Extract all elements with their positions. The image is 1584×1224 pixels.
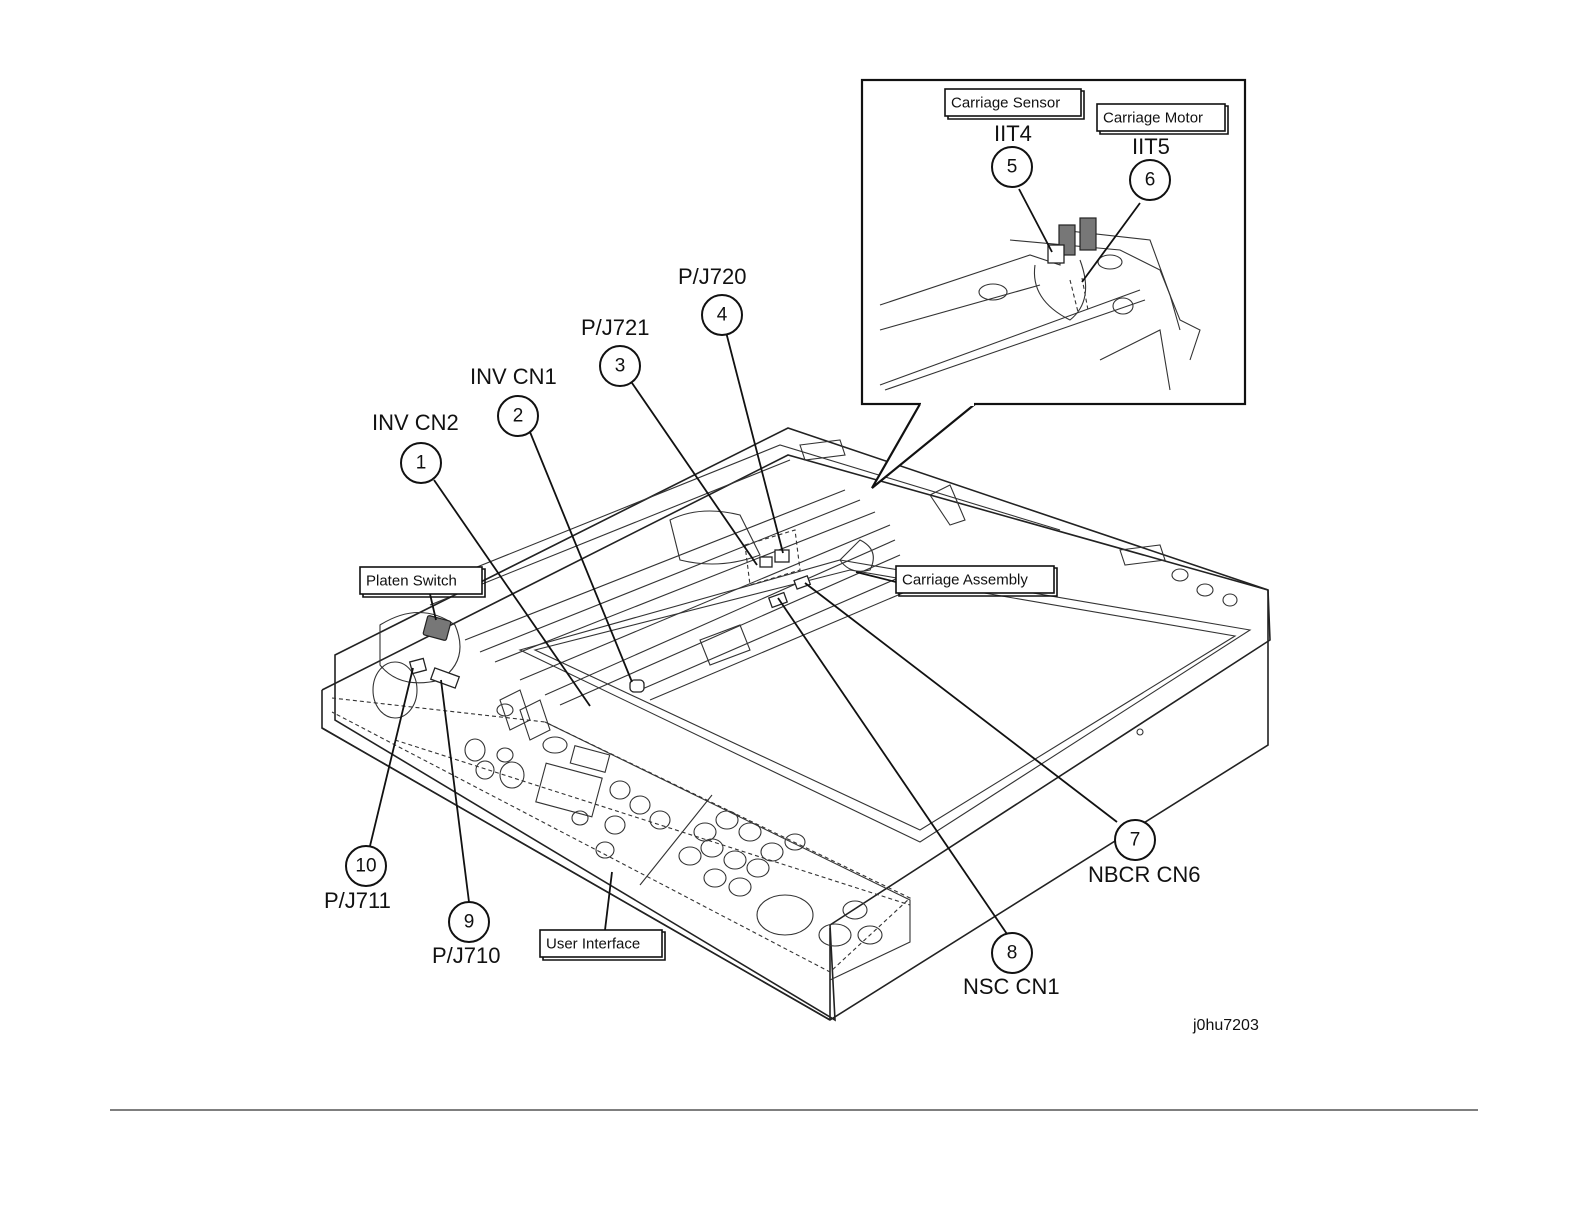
callout-number: 6 bbox=[1145, 170, 1156, 191]
carriage-sensor-label: Carriage Sensor bbox=[951, 95, 1060, 112]
callout-label: P/J720 bbox=[678, 264, 747, 289]
callout-7: 7 NBCR CN6 bbox=[1088, 820, 1200, 887]
platen-switch-label: Platen Switch bbox=[366, 573, 457, 590]
label-platen-switch: Platen Switch bbox=[360, 567, 485, 597]
callout-9: 9 P/J710 bbox=[432, 902, 501, 968]
callout-number: 10 bbox=[355, 856, 376, 877]
callout-6: 6 IIT5 bbox=[1130, 134, 1170, 200]
user-interface-label: User Interface bbox=[546, 936, 640, 953]
inset-detail bbox=[862, 80, 1245, 488]
callout-number: 1 bbox=[416, 453, 427, 474]
figure-id: j0hu7203 bbox=[1192, 1017, 1259, 1034]
callout-number: 5 bbox=[1007, 157, 1018, 178]
callout-1: 1 INV CN2 bbox=[372, 410, 459, 483]
carriage-motor-label: Carriage Motor bbox=[1103, 110, 1203, 127]
callout-10: 10 P/J711 bbox=[324, 846, 391, 913]
callout-label: INV CN2 bbox=[372, 410, 459, 435]
carriage-rails bbox=[465, 490, 910, 705]
callout-number: 3 bbox=[615, 356, 626, 377]
callout-label: P/J721 bbox=[581, 315, 650, 340]
callout-2: 2 INV CN1 bbox=[470, 364, 557, 436]
label-carriage-assembly: Carriage Assembly bbox=[896, 566, 1057, 596]
callout-label: P/J710 bbox=[432, 943, 501, 968]
callout-8: 8 NSC CN1 bbox=[963, 933, 1060, 999]
platen-switch-area bbox=[373, 613, 567, 754]
callout-label: NBCR CN6 bbox=[1088, 862, 1200, 887]
label-carriage-sensor: Carriage Sensor bbox=[945, 89, 1084, 119]
callout-number: 9 bbox=[464, 912, 475, 933]
label-user-interface: User Interface bbox=[540, 930, 665, 960]
callout-label: IIT4 bbox=[994, 121, 1032, 146]
callout-number: 8 bbox=[1007, 943, 1018, 964]
callout-3: 3 P/J721 bbox=[581, 315, 650, 386]
carriage-assembly-label: Carriage Assembly bbox=[902, 572, 1028, 589]
callout-5: 5 IIT4 bbox=[992, 121, 1032, 187]
callout-label: INV CN1 bbox=[470, 364, 557, 389]
callout-label: NSC CN1 bbox=[963, 974, 1060, 999]
callout-label: P/J711 bbox=[324, 888, 391, 913]
label-carriage-motor: Carriage Motor bbox=[1097, 104, 1228, 134]
callout-4: 4 P/J720 bbox=[678, 264, 747, 335]
callout-number: 4 bbox=[717, 305, 728, 326]
callout-number: 2 bbox=[513, 406, 524, 427]
callout-number: 7 bbox=[1130, 830, 1141, 851]
callout-label: IIT5 bbox=[1132, 134, 1170, 159]
